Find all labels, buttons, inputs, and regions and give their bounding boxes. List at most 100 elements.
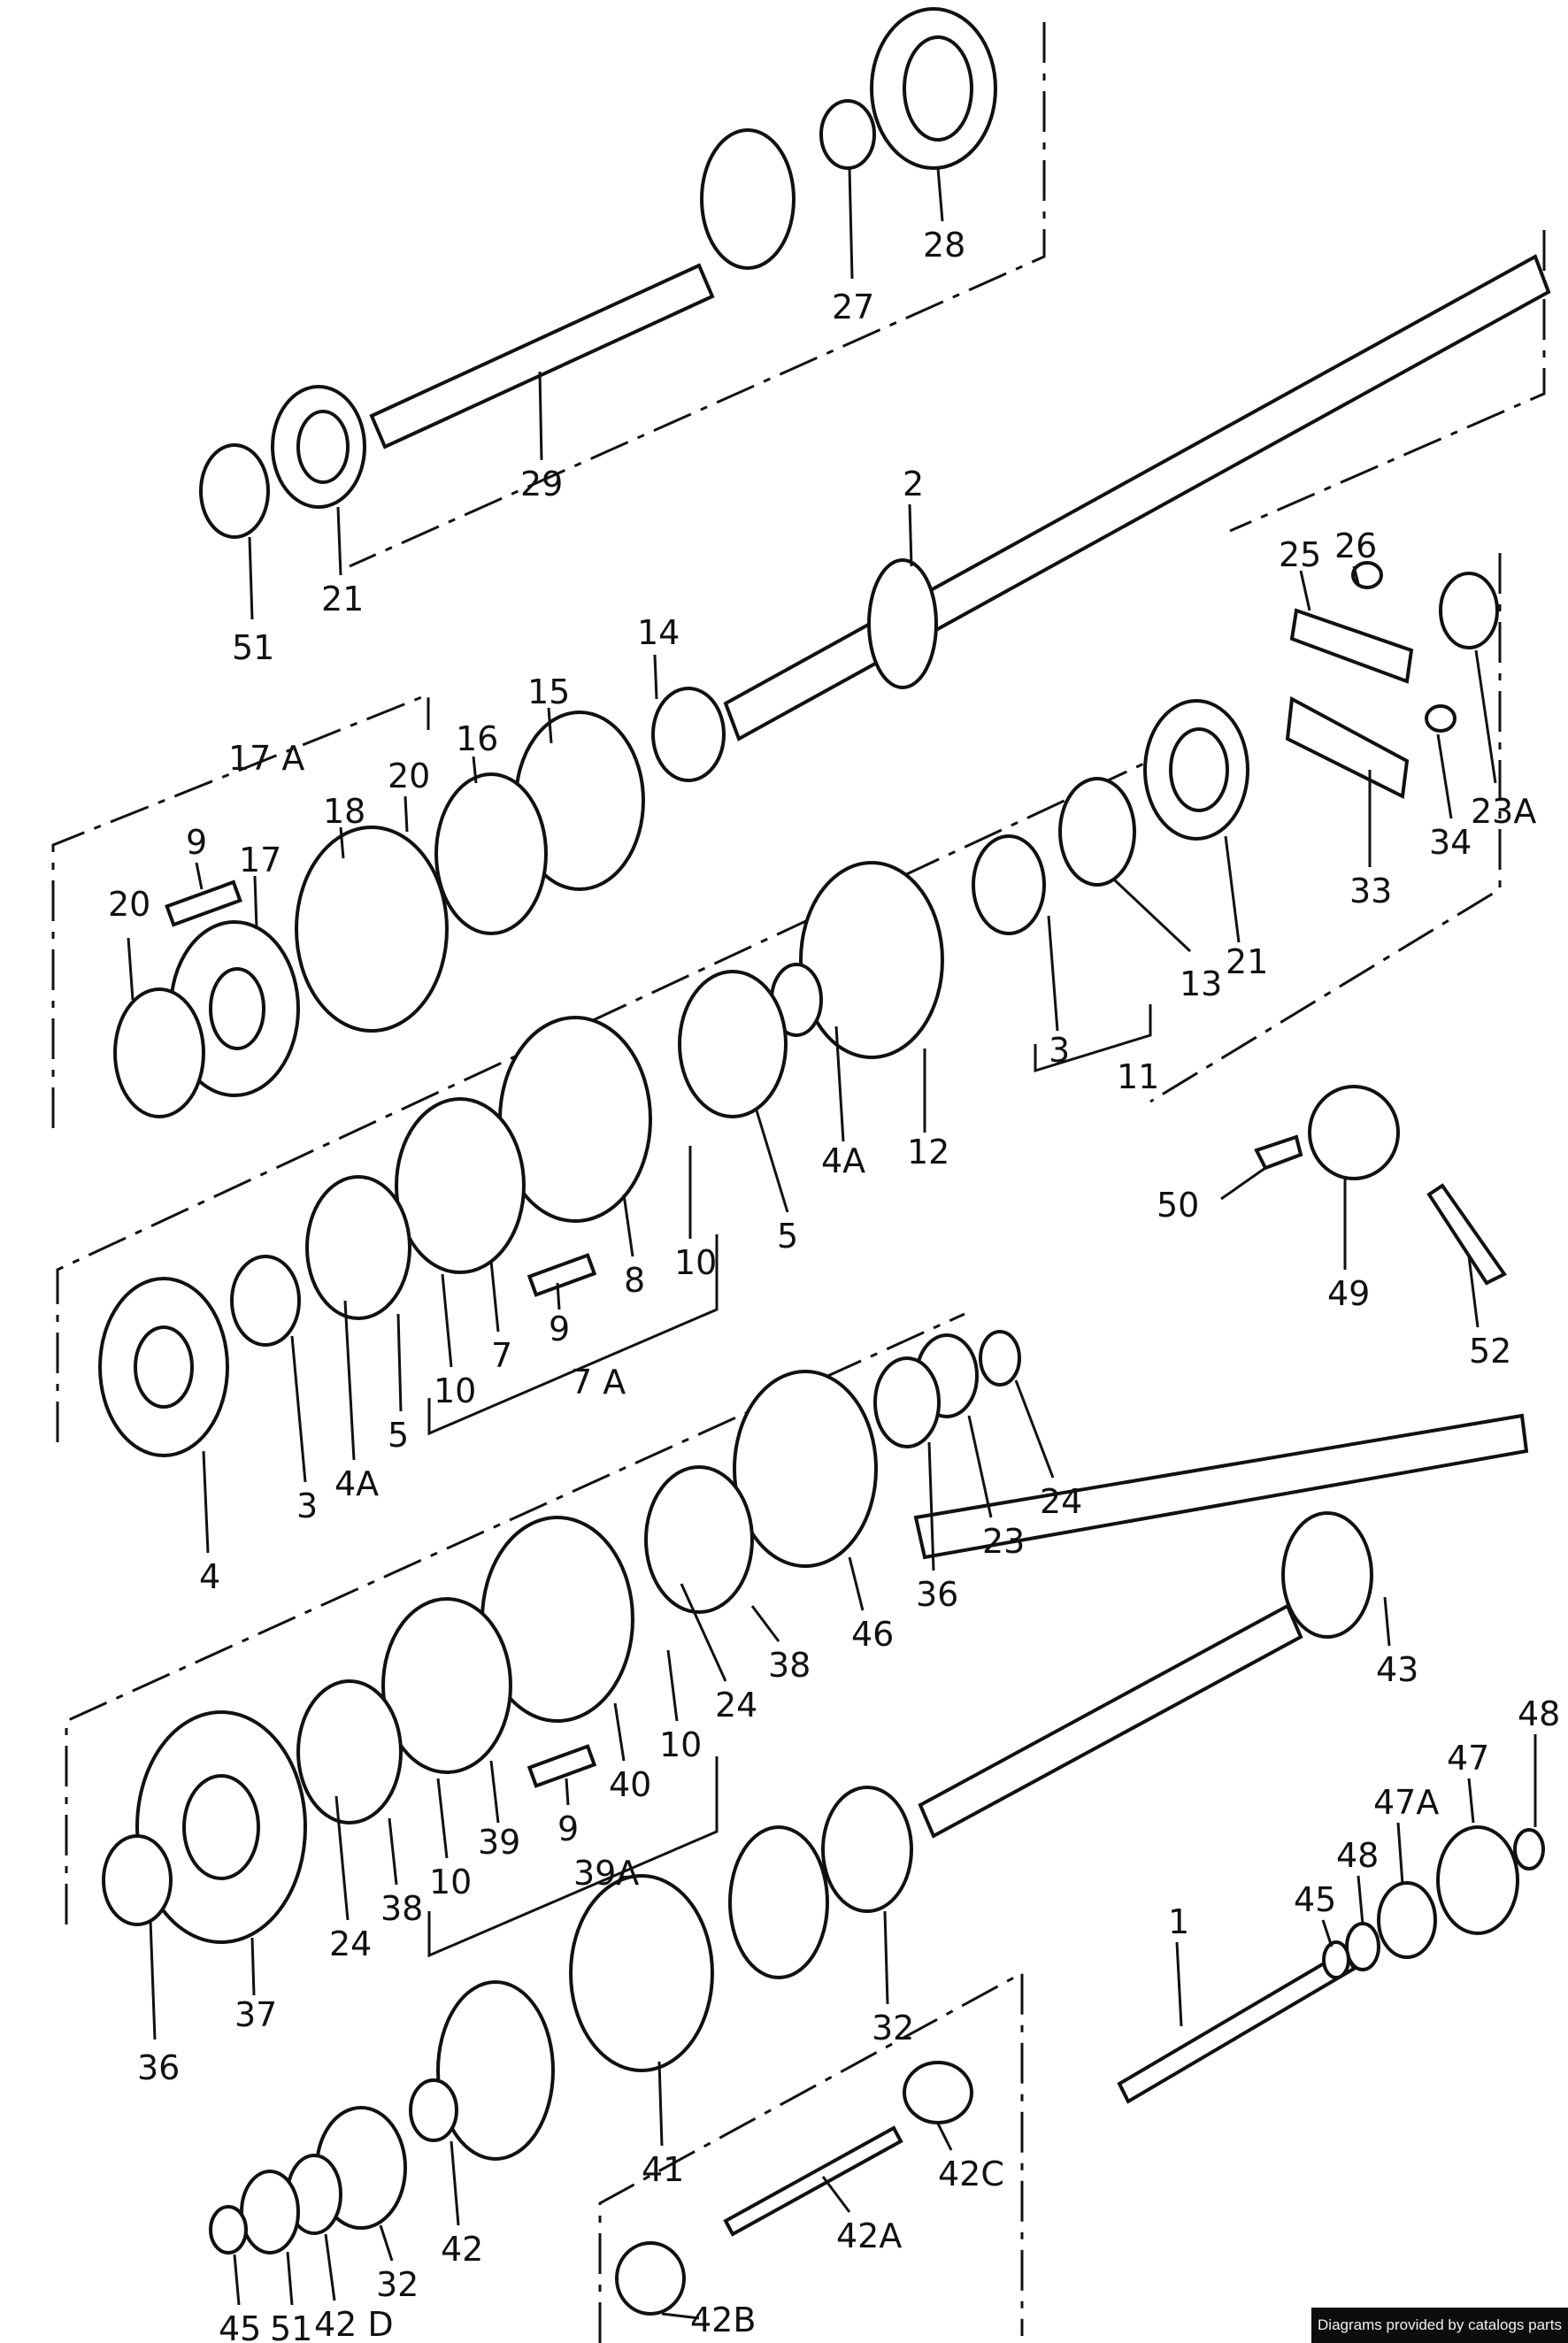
group-outline-top bbox=[349, 22, 1046, 568]
callout-9a: 9 bbox=[186, 823, 207, 862]
callout-17: 17 bbox=[239, 841, 281, 880]
leader-24a bbox=[1014, 1379, 1055, 1479]
callout-4Aa: 4A bbox=[821, 1141, 865, 1180]
callout-42C: 42C bbox=[938, 2155, 1004, 2193]
gear-47 bbox=[1436, 1825, 1519, 1935]
shim-48-left bbox=[1345, 1922, 1380, 1971]
bearing-32-upper bbox=[821, 1786, 913, 1913]
leader-10c bbox=[666, 1649, 679, 1722]
lock-plate-33 bbox=[1285, 695, 1410, 800]
callout-14: 14 bbox=[637, 613, 680, 652]
leader-2 bbox=[908, 503, 913, 567]
callout-37: 37 bbox=[234, 1995, 277, 2034]
callout-1: 1 bbox=[1168, 1902, 1189, 1941]
leader-25 bbox=[1299, 570, 1311, 611]
leader-4Aa bbox=[834, 1026, 845, 1142]
clip-50 bbox=[1254, 1134, 1303, 1171]
shim-51-top bbox=[199, 443, 270, 539]
leader-13 bbox=[1113, 879, 1192, 953]
sleeve-42 bbox=[409, 2078, 458, 2142]
group-outline-lower-left bbox=[65, 1312, 965, 1924]
needle-bearing-36-bottom bbox=[102, 1834, 173, 1926]
synchro-ring-38-bottom bbox=[296, 1679, 403, 1824]
circlip-20 bbox=[113, 987, 205, 1118]
callout-28: 28 bbox=[923, 226, 965, 265]
callout-24b: 24 bbox=[715, 1686, 757, 1725]
callout-32b: 32 bbox=[376, 2265, 419, 2304]
leader-32a bbox=[883, 1910, 889, 2005]
callout-23A: 23A bbox=[1471, 792, 1536, 831]
screw-26 bbox=[1351, 561, 1383, 589]
leader-9c bbox=[565, 1778, 570, 1806]
leader-17 bbox=[253, 875, 258, 930]
leader-46 bbox=[848, 1556, 865, 1611]
callout-38a: 38 bbox=[768, 1646, 811, 1685]
callout-10d: 10 bbox=[429, 1863, 472, 1901]
leader-34 bbox=[1436, 734, 1453, 819]
leader-37 bbox=[250, 1937, 256, 1996]
needle-bearing-47A bbox=[1377, 1881, 1437, 1959]
leader-5b bbox=[396, 1313, 403, 1412]
leader-7A-bracket bbox=[427, 1234, 719, 1436]
callout-50: 50 bbox=[1157, 1186, 1199, 1225]
callout-11: 11 bbox=[1117, 1057, 1159, 1096]
callout-17A: 17 A bbox=[228, 739, 304, 778]
leader-23A bbox=[1474, 649, 1497, 784]
circlip-45-right bbox=[1322, 1940, 1350, 1979]
leader-21a bbox=[336, 506, 342, 576]
leader-4 bbox=[202, 1450, 210, 1554]
callout-13: 13 bbox=[1180, 964, 1222, 1003]
leader-42D bbox=[324, 2233, 336, 2301]
leader-24b bbox=[680, 1583, 727, 1682]
leader-48b bbox=[1357, 1875, 1364, 1925]
callout-4Ab: 4A bbox=[334, 1464, 379, 1503]
leader-42B bbox=[661, 2312, 700, 2320]
hub-39 bbox=[381, 1597, 512, 1774]
callout-4: 4 bbox=[199, 1557, 220, 1596]
leader-26 bbox=[1352, 565, 1360, 585]
callout-36a: 36 bbox=[916, 1575, 958, 1614]
callout-20b: 20 bbox=[108, 885, 150, 924]
synchro-ring-16 bbox=[434, 772, 548, 935]
callout-21a: 21 bbox=[321, 580, 364, 618]
leader-7 bbox=[489, 1260, 500, 1333]
callout-2: 2 bbox=[903, 465, 924, 503]
needle-bearing-14 bbox=[651, 687, 726, 782]
leader-47 bbox=[1467, 1778, 1475, 1824]
callout-32a: 32 bbox=[872, 2009, 914, 2047]
circlip-24-top bbox=[979, 1330, 1021, 1387]
callout-9c: 9 bbox=[557, 1809, 579, 1848]
leader-40 bbox=[613, 1702, 626, 1762]
credit-banner: Diagrams provided by catalogs parts bbox=[1311, 2308, 1568, 2343]
shim-51-bottom bbox=[240, 2170, 300, 2255]
callout-10a: 10 bbox=[674, 1243, 717, 1282]
callout-51a: 51 bbox=[232, 628, 274, 667]
callout-36b: 36 bbox=[137, 2048, 180, 2087]
callout-42A: 42A bbox=[836, 2216, 902, 2255]
leader-52 bbox=[1467, 1256, 1480, 1328]
callout-47A: 47A bbox=[1373, 1783, 1439, 1822]
callout-27: 27 bbox=[832, 288, 874, 326]
key-9-low bbox=[527, 1744, 597, 1788]
spacer-13 bbox=[1058, 777, 1136, 887]
shaft-43-lower bbox=[918, 1603, 1303, 1839]
callout-15: 15 bbox=[527, 672, 570, 711]
synchro-ring-5-top bbox=[678, 970, 788, 1118]
callout-39: 39 bbox=[478, 1823, 520, 1862]
hub-7 bbox=[395, 1097, 526, 1274]
callout-25: 25 bbox=[1279, 535, 1321, 574]
synchro-ring-38-top bbox=[644, 1465, 754, 1614]
callout-33: 33 bbox=[1349, 872, 1392, 910]
leader-47A bbox=[1396, 1822, 1404, 1886]
callout-41: 41 bbox=[642, 2150, 684, 2189]
leader-9b bbox=[556, 1282, 561, 1310]
leader-20a bbox=[404, 795, 409, 833]
gear-46 bbox=[733, 1370, 878, 1568]
callout-40: 40 bbox=[609, 1765, 651, 1804]
callout-3a: 3 bbox=[1049, 1031, 1070, 1070]
leader-10d bbox=[436, 1778, 449, 1859]
circlip-45-bottom bbox=[209, 2205, 248, 2255]
leader-23 bbox=[967, 1415, 993, 1518]
callout-24a: 24 bbox=[1040, 1482, 1082, 1521]
